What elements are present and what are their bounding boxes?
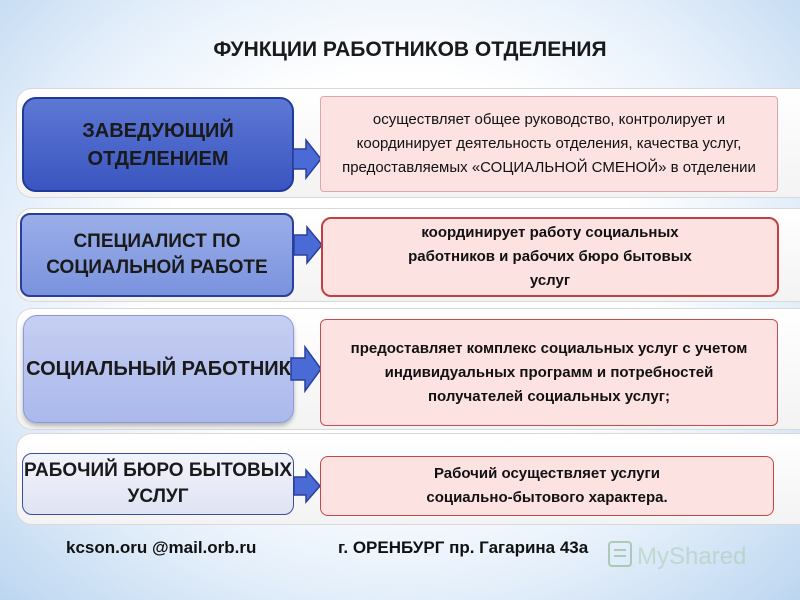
role-box-specialist: СПЕЦИАЛИСТ ПО СОЦИАЛЬНОЙ РАБОТЕ <box>20 213 294 297</box>
description-text: осуществляет общее руководство, контроли… <box>342 111 756 176</box>
description-text: предоставляет комплекс социальных услуг … <box>350 339 748 405</box>
right-arrow-icon <box>293 468 321 504</box>
role-box-head: ЗАВЕДУЮЩИЙ ОТДЕЛЕНИЕМ <box>22 97 294 192</box>
description-head: осуществляет общее руководство, контроли… <box>320 96 778 192</box>
right-arrow-icon <box>292 138 322 180</box>
footer-email: kcson.oru @mail.orb.ru <box>66 538 257 557</box>
role-box-social-worker: СОЦИАЛЬНЫЙ РАБОТНИК <box>23 315 294 423</box>
footer-address: г. ОРЕНБУРГ пр. Гагарина 43а <box>338 538 589 557</box>
svg-text:MyShared: MyShared <box>637 543 746 570</box>
description-specialist: координирует работу социальных работнико… <box>321 217 779 297</box>
description-social-worker: предоставляет комплекс социальных услуг … <box>320 319 778 426</box>
description-household-worker: Рабочий осуществляет услуги социально-бы… <box>320 456 774 516</box>
myshared-logo-icon: MyShared <box>608 541 746 570</box>
description-text: Рабочий осуществляет услуги социально-бы… <box>426 465 668 506</box>
description-text: координирует работу социальных работнико… <box>408 224 692 289</box>
right-arrow-icon <box>293 225 323 265</box>
right-arrow-icon <box>290 345 322 393</box>
role-box-household-worker: РАБОЧИЙ БЮРО БЫТОВЫХ УСЛУГ <box>22 453 294 515</box>
slide-title: ФУНКЦИИ РАБОТНИКОВ ОТДЕЛЕНИЯ <box>213 38 607 61</box>
